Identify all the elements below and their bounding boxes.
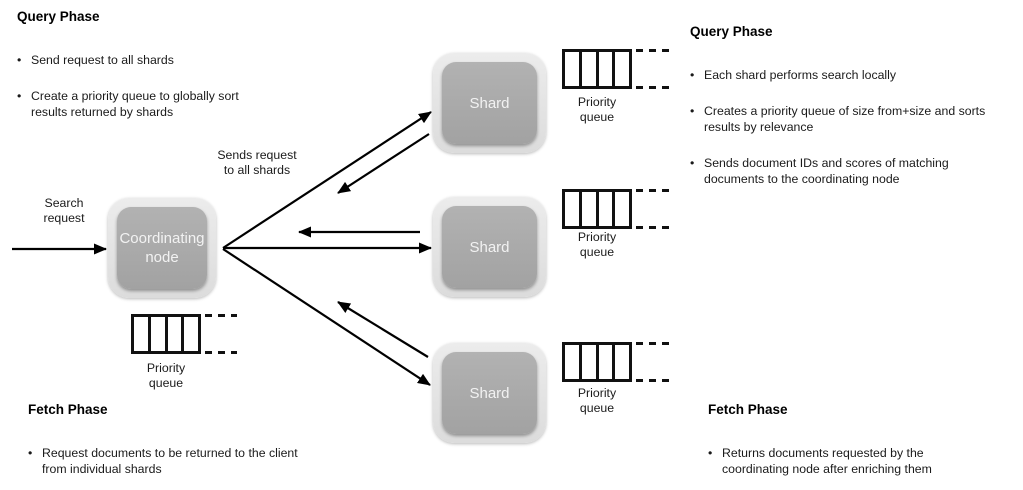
shard-top-return-arrow	[337, 133, 430, 194]
queue-cells	[562, 189, 632, 229]
queue-dashed-extension	[632, 342, 672, 382]
shard-node-middle: Shard	[433, 197, 546, 297]
bullet-item: Sends document IDs and scores of matchin…	[690, 155, 998, 187]
shard-node-top: Shard	[433, 53, 546, 153]
queue-cells	[562, 49, 632, 89]
shard-node-body: Shard	[442, 352, 537, 434]
bullet-item: Each shard performs search locally	[690, 67, 998, 83]
shard-node-bottom: Shard	[433, 343, 546, 443]
bullet-item: Request documents to be returned to the …	[28, 445, 313, 477]
bullet-list: Request documents to be returned to the …	[28, 445, 313, 477]
priority-queue-icon-shard-bottom	[562, 342, 672, 382]
queue-cells	[131, 314, 201, 354]
query-phase-right-panel: Query Phase Each shard performs search l…	[690, 23, 998, 187]
bullet-item: Create a priority queue to globally sort…	[17, 88, 267, 120]
queue-dashed-extension	[201, 314, 237, 354]
coordinating-node: Coordinating node	[108, 198, 216, 298]
shard-node-label: Shard	[469, 384, 510, 402]
bullet-list: Each shard performs search locally Creat…	[690, 67, 998, 187]
shard-node-body: Shard	[442, 62, 537, 144]
bullet-list: Send request to all shards Create a prio…	[17, 52, 267, 120]
priority-queue-icon-coordinating	[131, 314, 237, 354]
priority-queue-icon-shard-top	[562, 49, 672, 89]
queue-cells	[562, 342, 632, 382]
bullet-item: Send request to all shards	[17, 52, 267, 68]
query-phase-left-panel: Query Phase Send request to all shards C…	[17, 8, 267, 120]
panel-heading: Fetch Phase	[708, 402, 788, 417]
shard-node-body: Shard	[442, 206, 537, 288]
fetch-phase-left-panel: Fetch Phase Request documents to be retu…	[28, 401, 313, 477]
search-request-label: Search request	[43, 196, 85, 225]
coordinating-to-shard-bottom-arrow	[222, 248, 431, 386]
coordinating-node-label: Coordinating node	[119, 230, 205, 266]
priority-queue-label-shard-top: Priority queue	[577, 95, 617, 124]
panel-heading: Query Phase	[17, 9, 100, 24]
priority-queue-label-shard-bottom: Priority queue	[577, 386, 617, 415]
priority-queue-label-shard-middle: Priority queue	[577, 230, 617, 259]
shard-bottom-return-arrow	[337, 301, 429, 358]
panel-heading: Fetch Phase	[28, 402, 108, 417]
coordinating-to-shard-top-arrow	[222, 111, 432, 249]
coordinating-node-body: Coordinating node	[117, 207, 207, 289]
priority-queue-label-coordinating: Priority queue	[146, 361, 186, 390]
bullet-list: Returns documents requested by the coord…	[708, 445, 948, 477]
priority-queue-icon-shard-middle	[562, 189, 672, 229]
shard-node-label: Shard	[469, 238, 510, 256]
fetch-phase-right-panel: Fetch Phase Returns documents requested …	[708, 401, 948, 477]
queue-dashed-extension	[632, 49, 672, 89]
sends-request-label: Sends request to all shards	[217, 148, 297, 177]
bullet-item: Creates a priority queue of size from+si…	[690, 103, 998, 135]
queue-dashed-extension	[632, 189, 672, 229]
shard-node-label: Shard	[469, 94, 510, 112]
bullet-item: Returns documents requested by the coord…	[708, 445, 948, 477]
panel-heading: Query Phase	[690, 24, 773, 39]
